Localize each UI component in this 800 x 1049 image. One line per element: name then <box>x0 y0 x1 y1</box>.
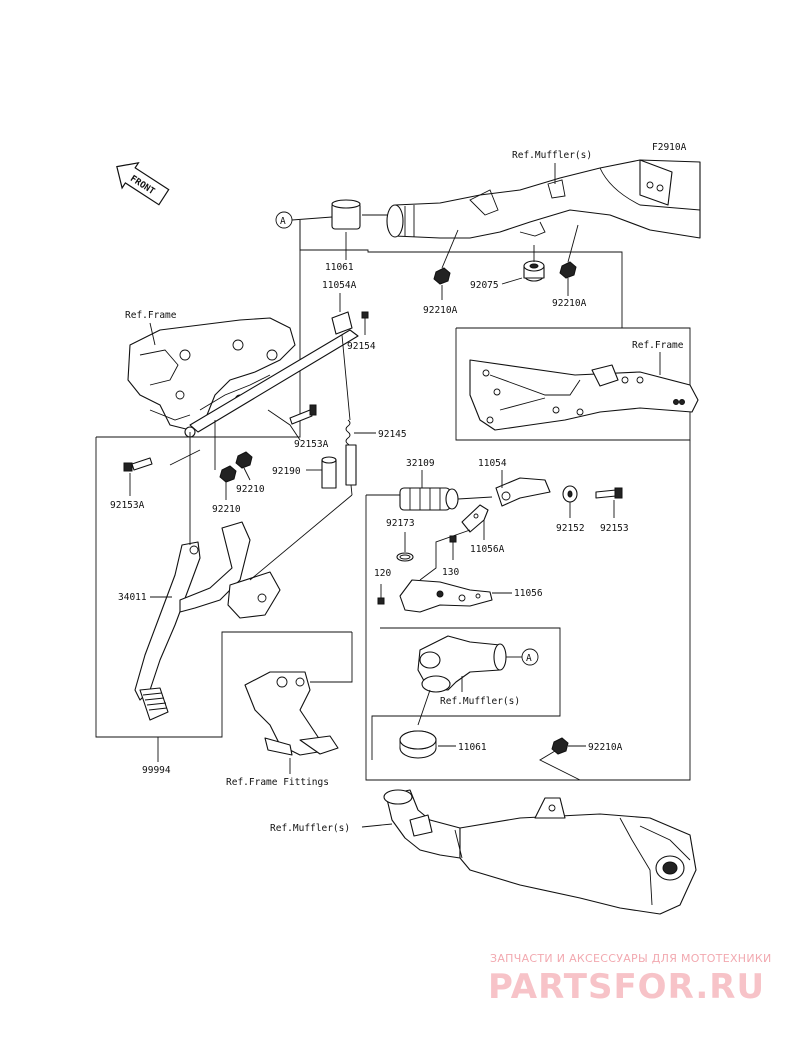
part-92190-label: 92190 <box>272 466 301 477</box>
part-92153A-upper-label: 92153A <box>294 439 329 450</box>
damper-32109-icon <box>399 487 459 511</box>
ref-muffler-bottom: Ref.Muffler(s) <box>270 823 350 834</box>
watermark-tagline: ЗАПЧАСТИ И АКСЕССУАРЫ ДЛЯ МОТОТЕХНИКИ <box>490 952 772 965</box>
part-92173-label: 92173 <box>386 518 415 529</box>
bolt-130-icon <box>449 535 457 560</box>
part-92210A-bottom-label: 92210A <box>588 742 623 753</box>
bolt-92153A-upper-icon <box>289 404 317 425</box>
grommet-92075-icon <box>523 260 545 282</box>
callout-a-top: A <box>280 216 286 227</box>
bracket-11056-icon <box>399 579 493 613</box>
nut-92210-right-icon <box>235 451 253 469</box>
part-99994-label: 99994 <box>142 765 171 776</box>
part-92210A-right-label: 92210A <box>552 298 587 309</box>
bolt-92154-icon <box>361 311 369 335</box>
part-34011-label: 34011 <box>118 592 147 603</box>
assembly-frames <box>95 220 691 781</box>
bolt-120-icon <box>377 584 385 605</box>
stand-34011-icon <box>134 432 281 721</box>
frame-right-section <box>469 359 699 431</box>
clamp-92173-icon <box>396 552 414 562</box>
part-32109-label: 32109 <box>406 458 435 469</box>
watermark-brand: PARTSFOR.RU <box>488 967 765 1007</box>
ref-frame-right: Ref.Frame <box>632 340 684 351</box>
callout-a-mid: A <box>526 653 532 664</box>
part-92153-label: 92153 <box>600 523 629 534</box>
part-92145-label: 92145 <box>378 429 407 440</box>
part-11054A-label: 11054A <box>322 280 357 291</box>
collar-92190-icon <box>321 456 337 489</box>
nut-92210A-bottom-icon <box>551 737 569 755</box>
nut-92210A-right-icon <box>559 261 577 279</box>
part-92075-label: 92075 <box>470 280 499 291</box>
part-11056A-label: 11056A <box>470 544 505 555</box>
washer-92152-icon <box>562 485 578 503</box>
diagram-code: F2910A <box>652 142 687 153</box>
bolt-92153-icon <box>595 487 623 499</box>
nut-92210-left-icon <box>219 465 237 483</box>
part-11061-bottom-label: 11061 <box>458 742 487 753</box>
frame-left-section <box>127 317 359 438</box>
part-11061-bottom-icon <box>399 730 437 759</box>
part-120-label: 120 <box>374 568 391 579</box>
spring-92145-icon <box>341 334 357 496</box>
frame-fittings-icon <box>244 671 339 756</box>
part-92153A-lower-label: 92153A <box>110 500 145 511</box>
ref-muffler-mid: Ref.Muffler(s) <box>440 696 520 707</box>
part-92210A-left-label: 92210A <box>423 305 458 316</box>
muffler-bottom-icon <box>383 789 697 915</box>
nut-92210A-left-icon <box>433 267 451 285</box>
part-11056-label: 11056 <box>514 588 543 599</box>
bolt-92153A-lower-icon <box>123 457 153 472</box>
front-arrow-icon: FRONT <box>116 161 170 206</box>
muffler-joint-mid-icon <box>417 635 507 693</box>
bracket-11054A-icon <box>331 311 353 335</box>
part-92152-label: 92152 <box>556 523 585 534</box>
part-11054-label: 11054 <box>478 458 507 469</box>
part-11061-top-icon <box>331 199 361 230</box>
ref-frame-fittings: Ref.Frame Fittings <box>226 777 329 788</box>
header-pipe-top <box>386 159 701 239</box>
part-11061-top-label: 11061 <box>325 262 354 273</box>
part-92210-left-label: 92210 <box>212 504 241 515</box>
bracket-11054-icon <box>495 477 551 507</box>
part-130-label: 130 <box>442 567 459 578</box>
ref-frame-left: Ref.Frame <box>125 310 177 321</box>
ref-muffler-top: Ref.Muffler(s) <box>512 150 592 161</box>
part-92210-right-label: 92210 <box>236 484 265 495</box>
part-92154-label: 92154 <box>347 341 376 352</box>
